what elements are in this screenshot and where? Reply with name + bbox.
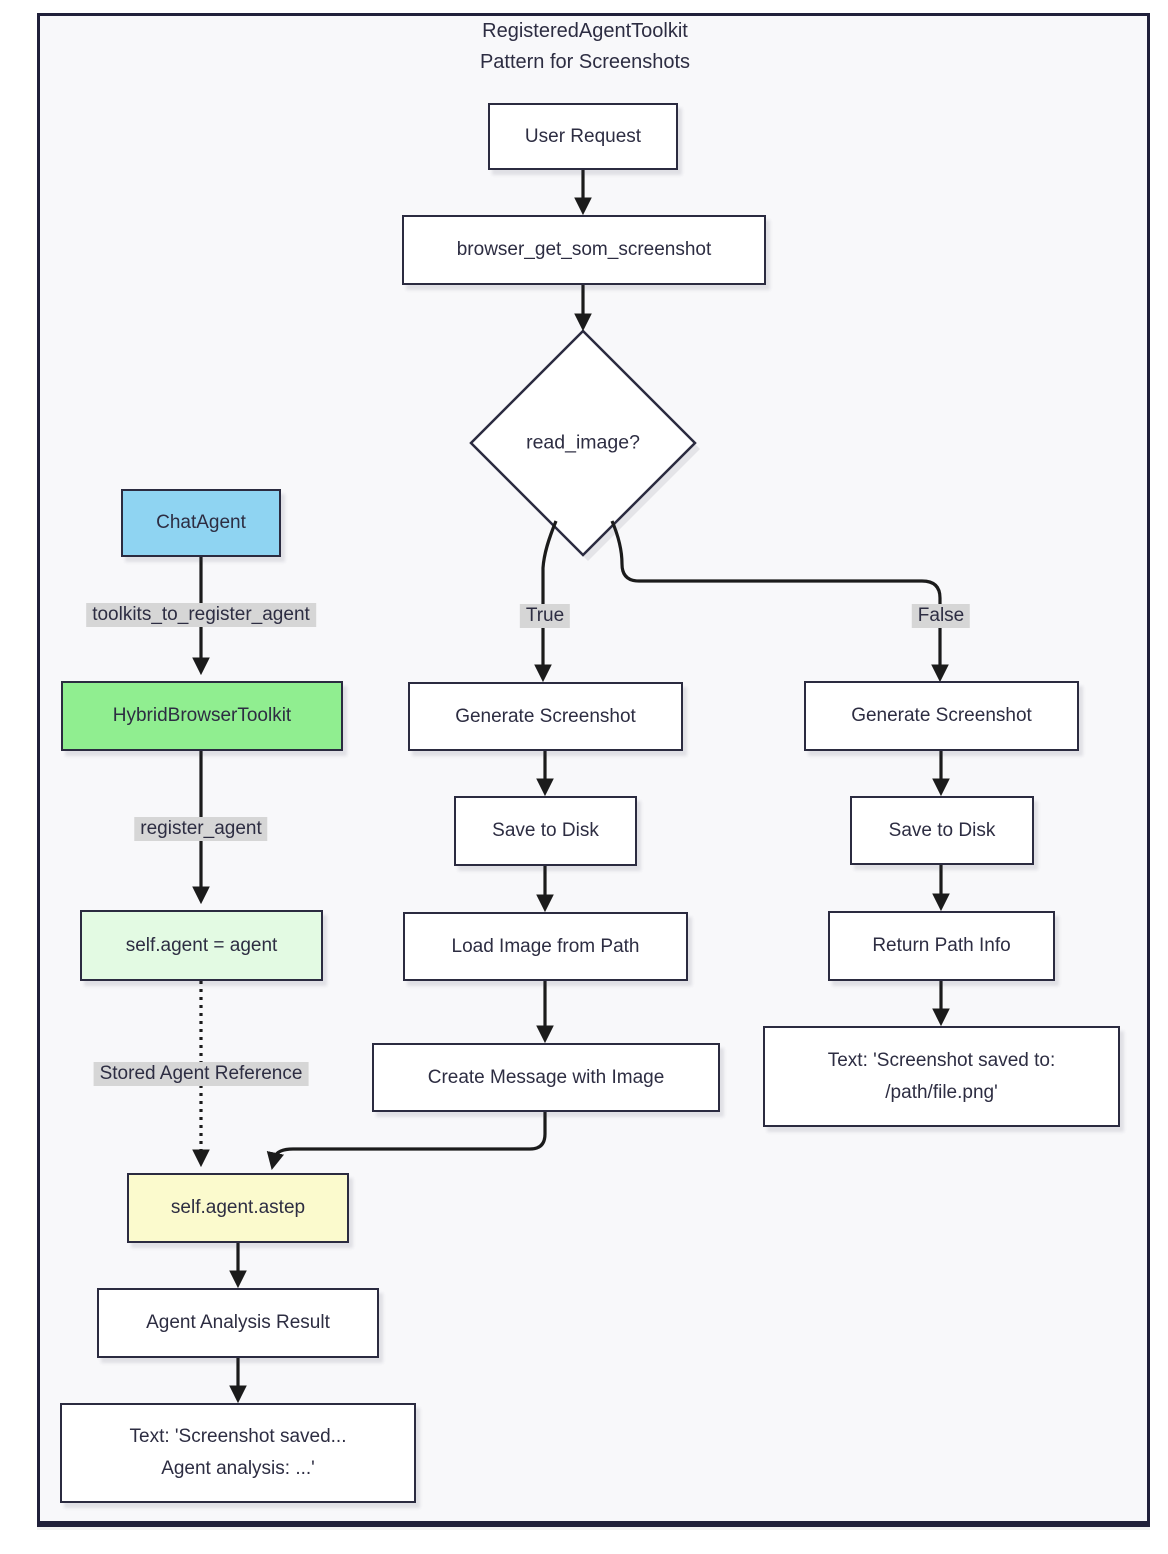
node-save-to-disk-true: Save to Disk: [454, 796, 637, 866]
node-chat-agent: ChatAgent: [121, 489, 281, 557]
node-user-request-label: User Request: [524, 125, 642, 147]
diagram-title-line1: RegisteredAgentToolkit: [482, 20, 688, 42]
node-final-text-line1: Text: 'Screenshot saved...: [129, 1426, 347, 1447]
node-hybrid-browser-toolkit-label: HybridBrowserToolkit: [112, 705, 292, 726]
node-path-text: Text: 'Screenshot saved to: /path/file.p…: [763, 1026, 1120, 1127]
edge-label-true: True: [519, 604, 571, 628]
node-self-agent-astep-label: self.agent.astep: [170, 1197, 306, 1218]
node-create-message-with-image-label: Create Message with Image: [427, 1066, 665, 1088]
node-load-image-from-path-label: Load Image from Path: [451, 935, 640, 957]
edge-decision-false: [610, 520, 949, 683]
edge-label-stored-agent-reference: Stored Agent Reference: [93, 1062, 309, 1086]
node-agent-analysis-result-label: Agent Analysis Result: [146, 1312, 330, 1333]
node-user-request: User Request: [488, 103, 678, 170]
diagram-title-line2: Pattern for Screenshots: [479, 51, 691, 73]
node-generate-screenshot-false: Generate Screenshot: [804, 681, 1079, 751]
edge-label-false: False: [911, 604, 971, 628]
node-save-to-disk-true-label: Save to Disk: [492, 820, 599, 841]
node-browser-get-som-screenshot: browser_get_som_screenshot: [402, 215, 766, 285]
node-path-text-line1: Text: 'Screenshot saved to:: [827, 1049, 1056, 1071]
node-agent-analysis-result: Agent Analysis Result: [97, 1288, 379, 1358]
edge-label-register-agent: register_agent: [134, 817, 268, 841]
edge-create-to-astep: [266, 1112, 547, 1171]
node-generate-screenshot-true-label: Generate Screenshot: [455, 705, 636, 727]
node-generate-screenshot-true: Generate Screenshot: [408, 682, 683, 751]
node-final-text: Text: 'Screenshot saved... Agent analysi…: [60, 1403, 416, 1503]
node-generate-screenshot-false-label: Generate Screenshot: [851, 705, 1032, 726]
edge-decision-true: [534, 520, 558, 683]
node-return-path-info: Return Path Info: [828, 911, 1055, 981]
node-return-path-info-label: Return Path Info: [872, 935, 1011, 956]
node-load-image-from-path: Load Image from Path: [403, 912, 688, 981]
node-chat-agent-label: ChatAgent: [156, 512, 246, 533]
node-browser-get-som-screenshot-label: browser_get_som_screenshot: [456, 239, 712, 260]
node-save-to-disk-false: Save to Disk: [850, 796, 1034, 865]
node-final-text-line2: Agent analysis: ...': [161, 1458, 315, 1479]
node-self-agent-assign-label: self.agent = agent: [125, 934, 278, 956]
node-read-image-decision-label: read_image?: [526, 431, 640, 454]
node-path-text-line2: /path/file.png': [885, 1081, 998, 1103]
decision-diamond: [469, 329, 697, 557]
edge-label-toolkits-to-register-agent: toolkits_to_register_agent: [86, 603, 316, 627]
node-save-to-disk-false-label: Save to Disk: [888, 819, 996, 841]
node-self-agent-assign: self.agent = agent: [80, 910, 323, 981]
node-self-agent-astep: self.agent.astep: [127, 1173, 349, 1243]
diagram-title: RegisteredAgentToolkit Pattern for Scree…: [385, 16, 785, 78]
node-create-message-with-image: Create Message with Image: [372, 1043, 720, 1112]
node-hybrid-browser-toolkit: HybridBrowserToolkit: [61, 681, 343, 751]
